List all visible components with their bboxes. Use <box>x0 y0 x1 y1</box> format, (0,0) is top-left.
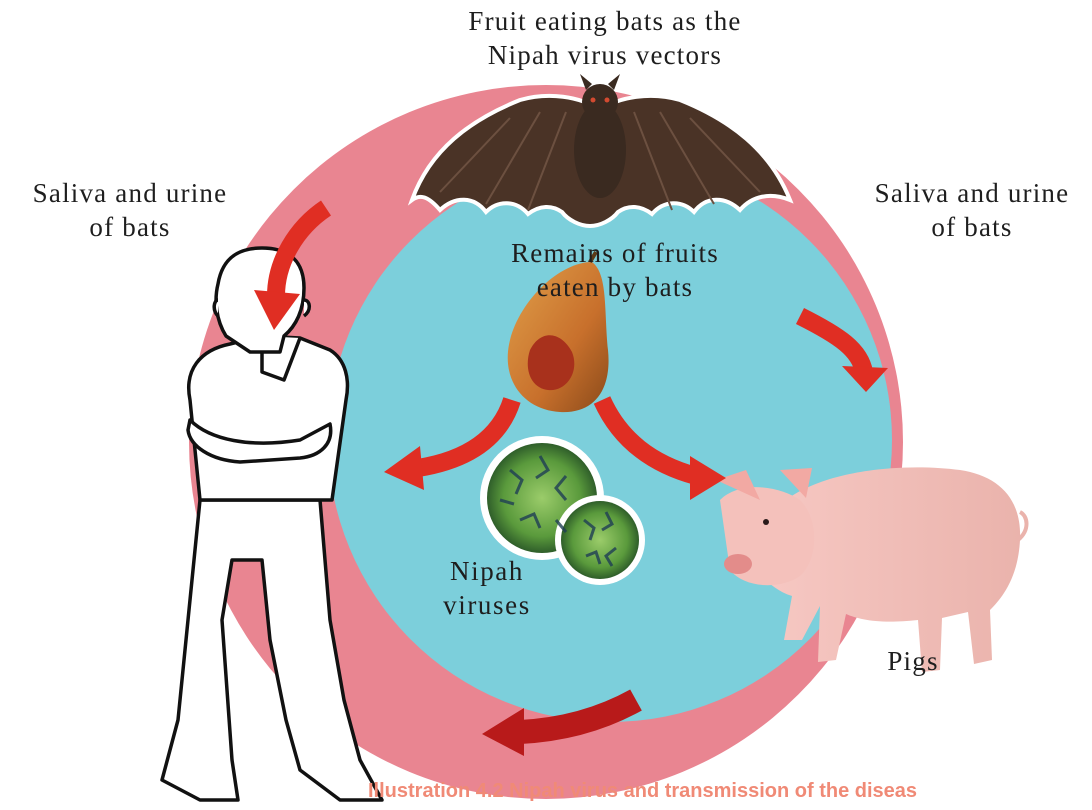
label-line: Remains of fruits <box>470 236 760 270</box>
label-line: viruses <box>412 588 562 622</box>
label-line: of bats <box>852 210 1092 244</box>
label-line: of bats <box>0 210 260 244</box>
label-line: Fruit eating bats as the <box>420 4 790 38</box>
label-saliva-left: Saliva and urine of bats <box>0 176 260 244</box>
label-pigs: Pigs <box>868 644 958 678</box>
label-line: Nipah virus vectors <box>420 38 790 72</box>
label-line: Saliva and urine <box>852 176 1092 210</box>
label-line: Pigs <box>868 644 958 678</box>
label-line: eaten by bats <box>470 270 760 304</box>
figure-caption: Illustration 4.2 Nipah virus and transmi… <box>368 780 917 803</box>
label-fruit-remains: Remains of fruits eaten by bats <box>470 236 760 304</box>
label-viruses: Nipah viruses <box>412 554 562 622</box>
label-saliva-right: Saliva and urine of bats <box>852 176 1092 244</box>
label-line: Nipah <box>412 554 562 588</box>
label-line: Saliva and urine <box>0 176 260 210</box>
label-vectors: Fruit eating bats as the Nipah virus vec… <box>420 4 790 72</box>
